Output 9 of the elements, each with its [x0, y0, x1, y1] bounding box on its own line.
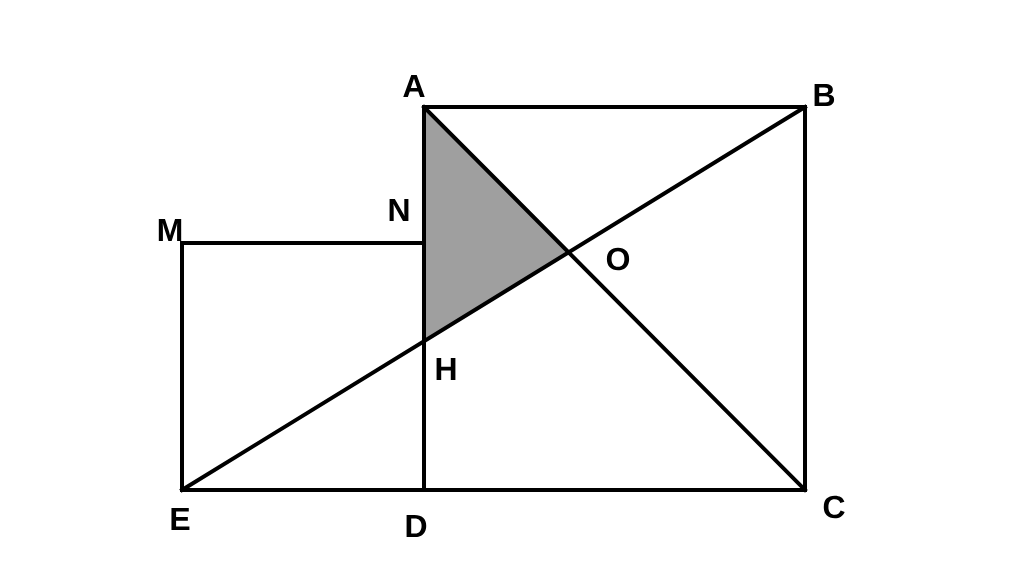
point-label: O [606, 247, 630, 271]
point-label: N [389, 199, 409, 221]
point-label: E [171, 508, 190, 530]
point-label: C [823, 495, 845, 519]
point-label: H [436, 358, 456, 380]
point-label: B [814, 84, 835, 106]
point-label: A [403, 75, 425, 97]
point-label: D [406, 515, 427, 537]
point-label: M [158, 219, 182, 241]
